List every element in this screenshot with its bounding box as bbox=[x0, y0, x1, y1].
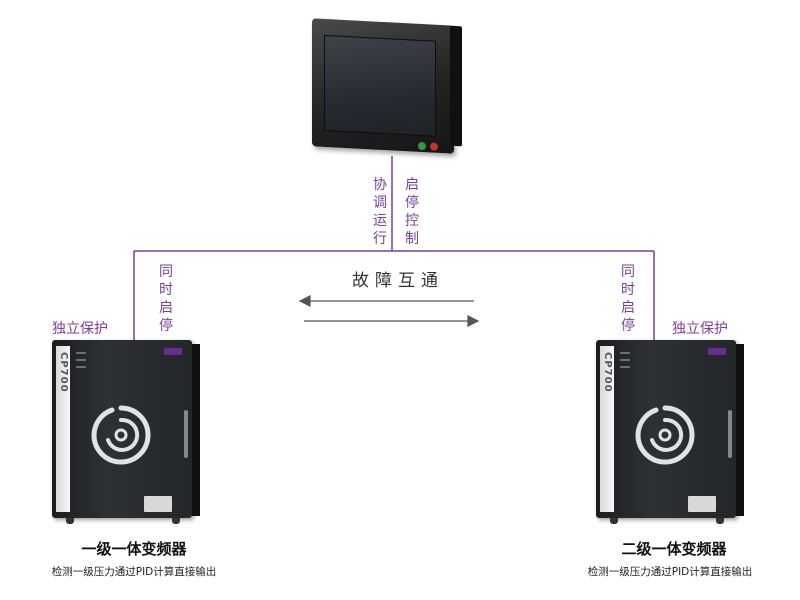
vfd-side bbox=[736, 344, 744, 516]
right-protect-label: 独立保护 bbox=[672, 321, 728, 337]
arrow-left-head bbox=[298, 295, 311, 307]
fault-communication-label: 故障互通 bbox=[352, 271, 444, 291]
right-vfd-cabinet: CP700 bbox=[596, 340, 746, 528]
vfd-door-handle bbox=[184, 410, 188, 458]
hmi-screen bbox=[324, 34, 436, 137]
swirl-logo-icon bbox=[91, 405, 151, 465]
vfd-brand-badge bbox=[708, 348, 726, 355]
right-drive-name: 二级一体变频器 bbox=[621, 540, 727, 558]
vfd-stripe bbox=[600, 346, 614, 512]
hmi-side bbox=[450, 25, 462, 147]
vfd-model-label: CP700 bbox=[58, 352, 69, 393]
vfd-stripe bbox=[56, 346, 70, 512]
vfd-side bbox=[192, 344, 200, 516]
hmi-start-button-icon bbox=[418, 141, 426, 151]
right-drive-desc: 检测一级压力通过PID计算直接输出 bbox=[587, 566, 753, 578]
vfd-brand-badge bbox=[164, 348, 182, 355]
vfd-indicator-leds bbox=[620, 352, 630, 373]
vfd-foot bbox=[716, 518, 724, 524]
vfd-foot bbox=[610, 518, 618, 524]
hmi-body bbox=[312, 18, 454, 154]
left-drive-name: 一级一体变频器 bbox=[81, 540, 187, 558]
right-sync-label: 同时启停 bbox=[621, 264, 635, 334]
left-vfd-cabinet: CP700 bbox=[52, 340, 202, 528]
vfd-door-handle bbox=[728, 410, 732, 458]
left-drive-desc: 检测一级压力通过PID计算直接输出 bbox=[51, 566, 217, 578]
vfd-body: CP700 bbox=[596, 340, 736, 518]
hmi-startstop-label: 启停控制 bbox=[405, 177, 419, 247]
vfd-body: CP700 bbox=[52, 340, 192, 518]
vfd-indicator-leds bbox=[76, 352, 86, 373]
arrow-right-head bbox=[467, 315, 480, 327]
vfd-model-label: CP700 bbox=[602, 352, 613, 393]
swirl-logo-icon bbox=[635, 405, 695, 465]
vfd-foot bbox=[172, 518, 180, 524]
left-sync-label: 同时启停 bbox=[159, 264, 173, 334]
vfd-nameplate bbox=[144, 496, 172, 512]
vfd-foot bbox=[66, 518, 74, 524]
vfd-nameplate bbox=[688, 496, 716, 512]
hmi-coordinate-label: 协调运行 bbox=[373, 177, 387, 247]
hmi-stop-button-icon bbox=[430, 142, 438, 151]
hmi-panel bbox=[312, 18, 462, 154]
left-protect-label: 独立保护 bbox=[52, 321, 108, 337]
